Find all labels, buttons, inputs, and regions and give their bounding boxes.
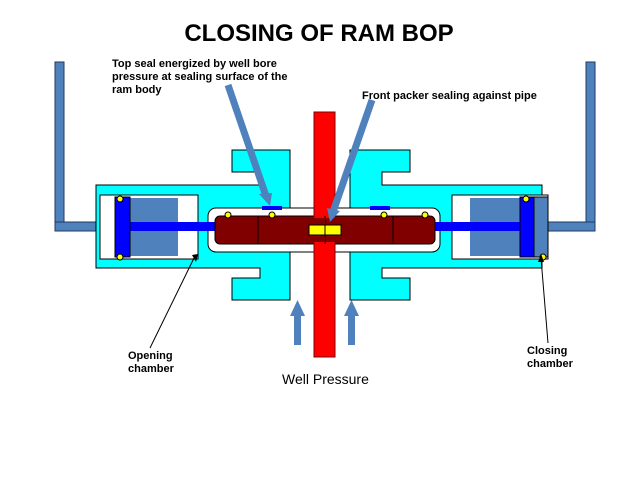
- piston-right: [519, 196, 535, 258]
- top-seal-left: [262, 206, 282, 210]
- label-front-packer: Front packer sealing against pipe: [362, 90, 537, 102]
- pointer-top-seal-head: [259, 193, 272, 206]
- label-opening-chamber: Opening chamber: [128, 350, 174, 375]
- diagram-title: CLOSING OF RAM BOP: [184, 20, 454, 47]
- piston-rod-right: [432, 222, 524, 231]
- piston-left: [114, 196, 131, 258]
- label-well-pressure: Well Pressure: [282, 371, 369, 387]
- label-closing-chamber: Closing chamber: [527, 345, 573, 370]
- piston-cap-right: [533, 196, 549, 258]
- well-pressure-arrow-right: [344, 300, 359, 345]
- pointer-front-packer: [329, 98, 376, 214]
- pointer-closing-chamber: [540, 257, 549, 344]
- label-top-seal: Top seal energized by well bore pressure…: [112, 58, 288, 96]
- hydraulic-line-left: [54, 61, 101, 232]
- top-seal-right: [370, 206, 390, 210]
- hydraulic-line-right: [547, 61, 596, 232]
- pointer-top-seal: [224, 83, 270, 198]
- pointer-opening-head: [192, 254, 198, 262]
- piston-rod-left: [130, 222, 220, 231]
- pointer-closing-head: [538, 254, 544, 262]
- pointer-opening-chamber: [149, 255, 196, 349]
- well-pressure-arrow-left: [290, 300, 305, 345]
- pointer-front-packer-head: [327, 208, 340, 222]
